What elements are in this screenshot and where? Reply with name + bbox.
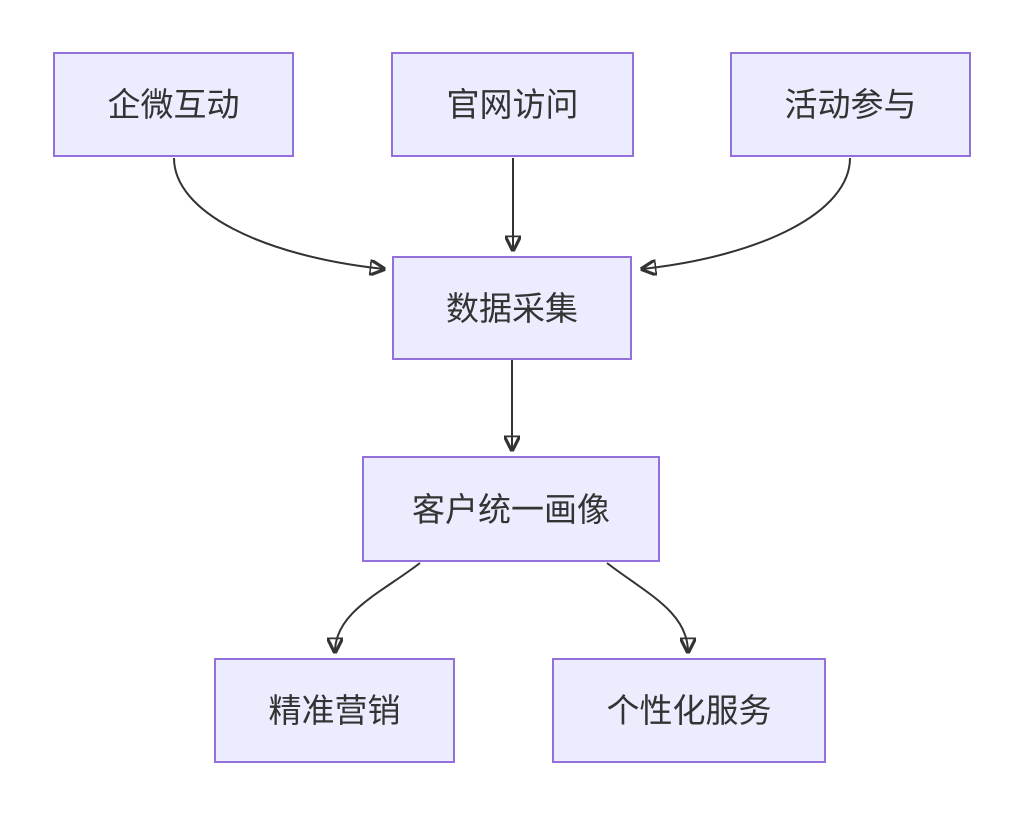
node-collect-label: 数据采集 [446, 289, 578, 327]
node-website: 官网访问 [391, 52, 634, 157]
node-service-label: 个性化服务 [606, 692, 772, 729]
node-wecom-label: 企微互动 [107, 86, 240, 123]
node-service: 个性化服务 [552, 658, 826, 763]
edge-wecom-to-collect [173, 157, 384, 269]
node-activity: 活动参与 [730, 52, 971, 157]
node-marketing-label: 精准营销 [268, 692, 401, 729]
edge-profile-to-service [606, 562, 688, 652]
node-collect: 数据采集 [392, 256, 632, 360]
node-marketing: 精准营销 [214, 658, 455, 763]
edge-profile-to-marketing [335, 562, 421, 652]
node-profile: 客户统一画像 [362, 456, 660, 562]
node-activity-label: 活动参与 [784, 86, 917, 123]
edge-activity-to-collect [642, 157, 851, 269]
node-wecom: 企微互动 [53, 52, 294, 157]
node-website-label: 官网访问 [446, 86, 579, 123]
node-profile-label: 客户统一画像 [412, 490, 610, 528]
